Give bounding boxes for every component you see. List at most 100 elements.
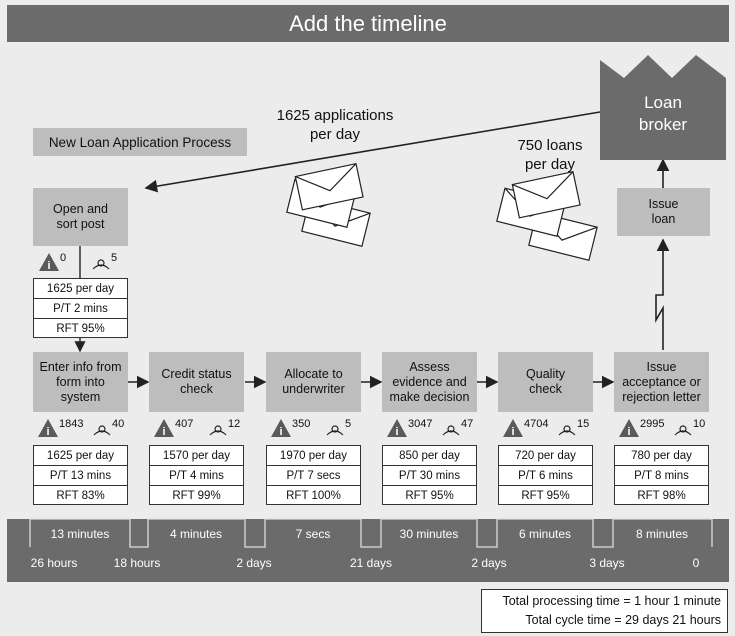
open-sort-data: 1625 per day P/T 2 mins RFT 95% bbox=[33, 278, 128, 338]
step-label-line: check bbox=[529, 382, 562, 396]
step-metrics: i 3047 47 bbox=[386, 418, 477, 440]
loan-broker: Loan broker bbox=[600, 92, 726, 136]
issue-loan-line1: Issue bbox=[648, 197, 679, 211]
step-label-line: system bbox=[60, 389, 101, 404]
inventory-count: 350 bbox=[292, 418, 311, 430]
rate: 1625 per day bbox=[34, 279, 127, 299]
process-label: New Loan Application Process bbox=[33, 128, 247, 156]
processing-time: P/T 7 secs bbox=[267, 466, 360, 486]
inventory-count: 3047 bbox=[408, 418, 433, 430]
inventory-count: 0 bbox=[60, 252, 67, 264]
envelope-icon bbox=[496, 170, 598, 261]
total-processing-time: Total processing time = 1 hour 1 minute bbox=[502, 594, 721, 608]
step-metrics: i 407 12 bbox=[153, 418, 244, 440]
right-first-time: RFT 95% bbox=[405, 490, 454, 502]
svg-text:i: i bbox=[279, 426, 282, 438]
operator-count: 15 bbox=[577, 418, 590, 430]
right-first-time: RFT 83% bbox=[56, 490, 105, 502]
inventory-icon: i bbox=[503, 419, 523, 438]
broker-label-line1: Loan bbox=[644, 93, 682, 112]
inventory-icon: i bbox=[387, 419, 407, 438]
svg-text:i: i bbox=[511, 426, 514, 438]
svg-text:i: i bbox=[162, 426, 165, 438]
svg-text:i: i bbox=[627, 426, 630, 438]
inventory-icon: i bbox=[154, 419, 174, 438]
rate: 1625 per day bbox=[34, 446, 127, 466]
waiting-time-label: 2 days bbox=[471, 556, 507, 570]
step-label-line: evidence and bbox=[392, 374, 467, 389]
loans-label: 750 loans per day bbox=[500, 136, 600, 174]
inventory-count: 4704 bbox=[524, 418, 549, 430]
processing-time: P/T 8 mins bbox=[615, 466, 708, 486]
processing-time: P/T 4 mins bbox=[150, 466, 243, 486]
issue-loan-box: Issue loan bbox=[617, 188, 710, 236]
waiting-time-label: 26 hours bbox=[30, 556, 78, 570]
svg-text:i: i bbox=[47, 260, 50, 272]
processing-time-label: 13 minutes bbox=[50, 527, 110, 541]
processing-time-label: 6 minutes bbox=[518, 527, 572, 541]
step-label-line: Enter info from bbox=[39, 359, 122, 374]
broker-label-line2: broker bbox=[638, 115, 688, 134]
step-label-line: Credit status bbox=[161, 367, 232, 381]
inventory-icon: i bbox=[619, 419, 639, 438]
rate: 850 per day bbox=[383, 446, 476, 466]
inventory-icon: i bbox=[271, 419, 291, 438]
step-label-line: Issue bbox=[646, 359, 677, 374]
rate: 720 per day bbox=[499, 446, 592, 466]
svg-text:i: i bbox=[395, 426, 398, 438]
operator-icon bbox=[93, 425, 111, 436]
waiting-time-label: 18 hours bbox=[113, 556, 161, 570]
applications-line2: per day bbox=[309, 126, 361, 143]
inventory-icon: i bbox=[38, 419, 58, 438]
operator-icon bbox=[674, 425, 692, 436]
processing-time: P/T 2 mins bbox=[34, 299, 127, 319]
operator-icon bbox=[442, 425, 460, 436]
waiting-time-label: 3 days bbox=[589, 556, 625, 570]
step-label-line: form into bbox=[56, 374, 105, 389]
page-title: Add the timeline bbox=[7, 5, 729, 42]
operator-icon bbox=[558, 425, 576, 436]
step-label-line: rejection letter bbox=[622, 389, 701, 404]
timeline-ladder bbox=[29, 518, 713, 548]
operator-count: 5 bbox=[111, 252, 118, 264]
rate: 780 per day bbox=[615, 446, 708, 466]
operator-count: 12 bbox=[228, 418, 241, 430]
step-label-line: Assess bbox=[409, 359, 450, 374]
open-sort-line1: Open and bbox=[53, 202, 108, 216]
rate: 1970 per day bbox=[267, 446, 360, 466]
step-label-line: Quality bbox=[526, 367, 565, 381]
step-label-line: check bbox=[180, 382, 213, 396]
total-cycle-time: Total cycle time = 29 days 21 hours bbox=[525, 613, 721, 627]
step-label-line: make decision bbox=[389, 389, 470, 404]
right-first-time: RFT 98% bbox=[637, 490, 686, 502]
processing-time-label: 7 secs bbox=[295, 527, 331, 541]
operator-icon bbox=[92, 259, 110, 270]
step-metrics: i 4704 15 bbox=[502, 418, 593, 440]
envelope-icon bbox=[286, 162, 371, 247]
waiting-time-label: 0 bbox=[692, 556, 700, 570]
operator-icon bbox=[326, 425, 344, 436]
operator-count: 5 bbox=[345, 418, 352, 430]
rate: 1570 per day bbox=[150, 446, 243, 466]
processing-time-label: 8 minutes bbox=[635, 527, 689, 541]
processing-time-label: 4 minutes bbox=[169, 527, 223, 541]
right-first-time: RFT 99% bbox=[172, 490, 221, 502]
issue-loan-line2: loan bbox=[651, 212, 676, 226]
inventory-count: 1843 bbox=[59, 418, 84, 430]
right-first-time: RFT 95% bbox=[56, 323, 105, 335]
step-label-line: acceptance or bbox=[622, 374, 701, 389]
processing-time: P/T 30 mins bbox=[383, 466, 476, 486]
inventory-count: 407 bbox=[175, 418, 194, 430]
operator-count: 47 bbox=[461, 418, 474, 430]
inventory-icon: i bbox=[39, 253, 59, 272]
